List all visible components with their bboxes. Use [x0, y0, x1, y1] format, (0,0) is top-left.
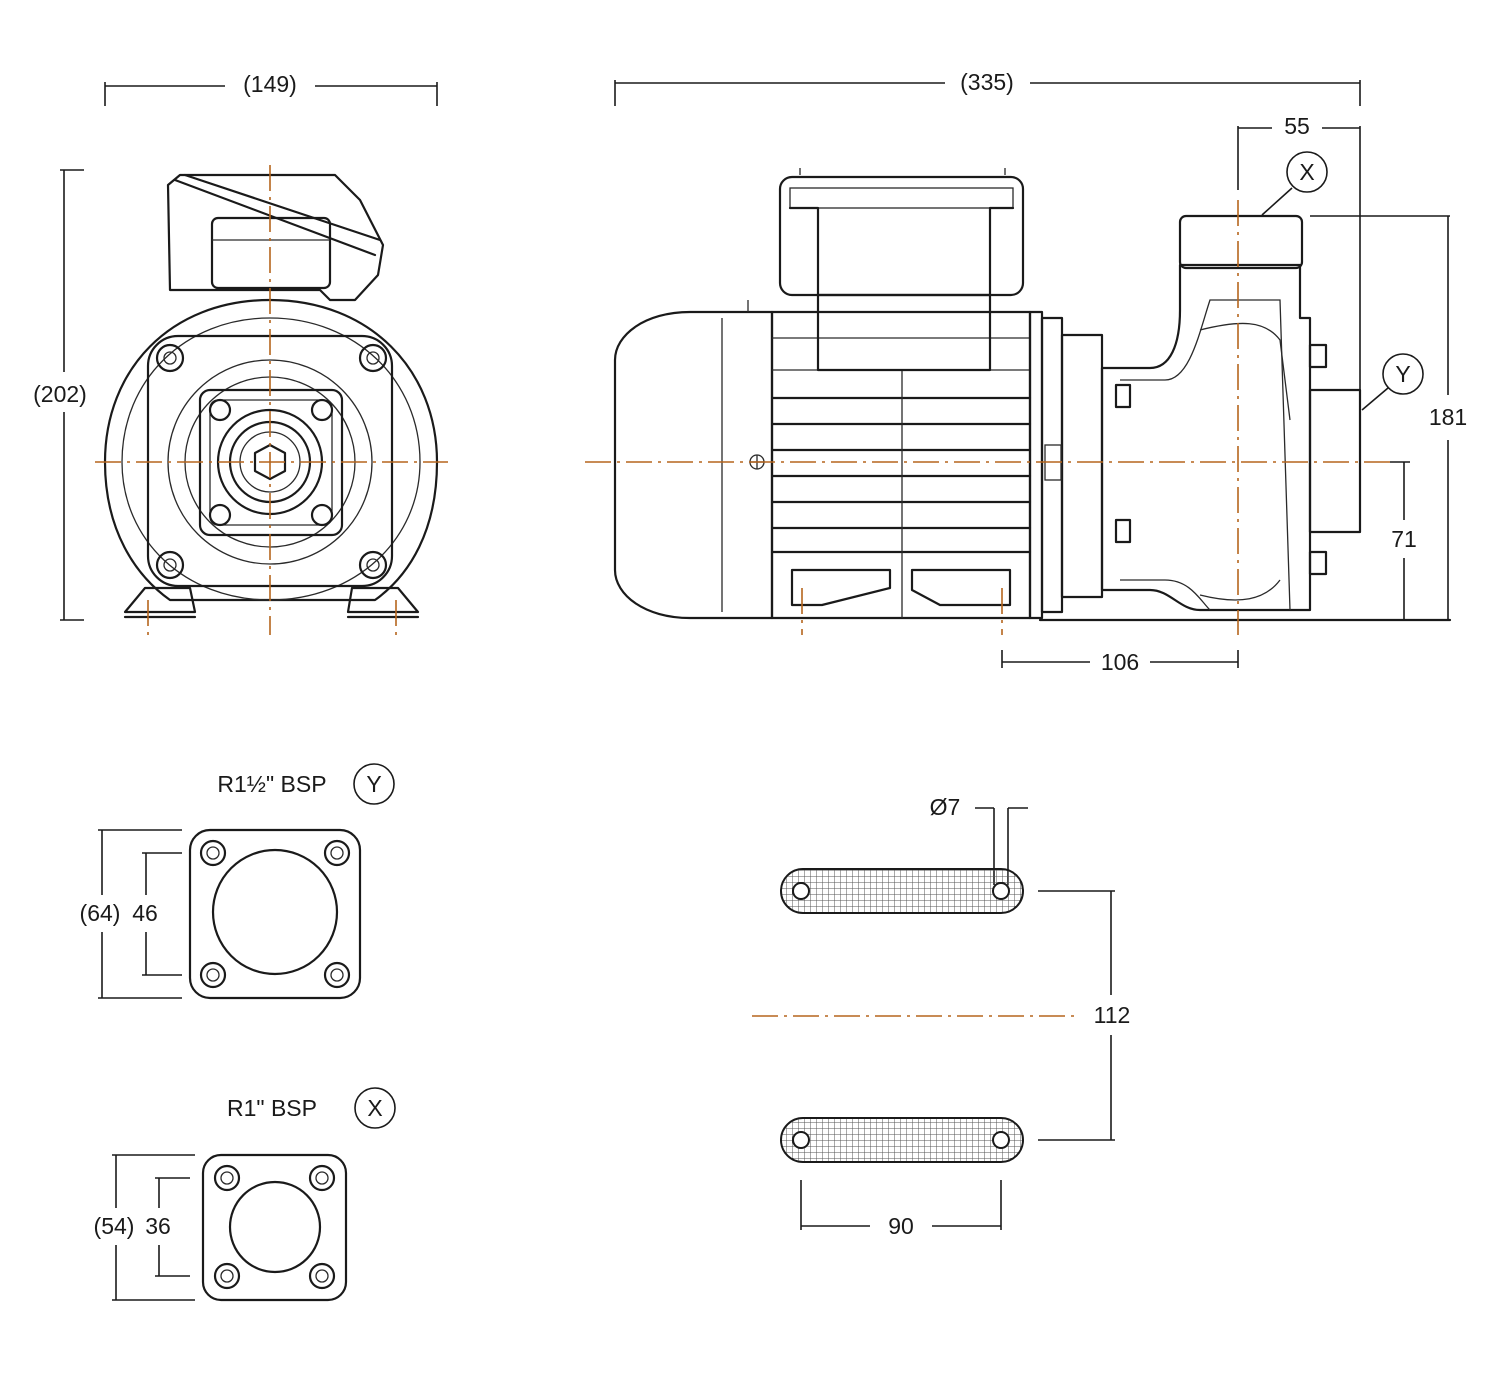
foot-offset-dimension: 106 — [1001, 649, 1239, 675]
flange-x-detail: R1" BSP X (54) 36 — [94, 1087, 396, 1302]
front-bolts — [155, 343, 388, 580]
flange-x-outer-dim: (54) — [94, 1213, 135, 1239]
flange-y-inner-dim: 46 — [132, 900, 158, 926]
foot-offset-label: 106 — [1101, 649, 1139, 675]
front-width-label: (149) — [243, 71, 297, 97]
flange-y-detail: R1½" BSP Y (64) 46 — [80, 763, 395, 1000]
outlet-offset-label: 55 — [1284, 113, 1310, 139]
front-width-dimension: (149) — [104, 71, 438, 106]
flange-x-title: R1" BSP — [227, 1095, 317, 1121]
marker-y-label: Y — [1395, 361, 1410, 387]
axis-height-dimension: 71 — [1390, 461, 1417, 620]
feet-detail: Ø7 112 90 — [752, 794, 1130, 1239]
marker-x: X — [1261, 151, 1328, 216]
marker-y: Y — [1361, 353, 1424, 411]
flange-x-inner-dim: 36 — [145, 1213, 171, 1239]
front-height-label: (202) — [33, 381, 87, 407]
hole-diameter-label: Ø7 — [930, 794, 961, 820]
front-height-dimension: (202) — [33, 169, 87, 621]
axis-height-label: 71 — [1391, 526, 1417, 552]
side-view: (335) 55 X Y 181 — [585, 69, 1467, 675]
flange-y-title: R1½" BSP — [217, 771, 326, 797]
pump-bolts — [1114, 343, 1328, 576]
flange-y-outer-dim: (64) — [80, 900, 121, 926]
lower-foot — [780, 1117, 1024, 1163]
motor-fins — [770, 337, 1032, 618]
marker-x-label: X — [1299, 159, 1314, 185]
side-height-dimension: 181 — [1310, 215, 1467, 620]
side-length-dimension: (335) — [614, 69, 1361, 106]
side-height-label: 181 — [1429, 404, 1467, 430]
flange-y-marker: Y — [366, 771, 381, 797]
flange-x-marker: X — [367, 1095, 382, 1121]
front-view: (149) (202) — [33, 71, 448, 635]
feet-length-label: 90 — [888, 1213, 914, 1239]
upper-foot — [780, 868, 1024, 914]
feet-spacing-label: 112 — [1094, 1002, 1131, 1028]
side-length-label: (335) — [960, 69, 1014, 95]
outlet-offset-dimension: 55 — [1237, 113, 1361, 390]
